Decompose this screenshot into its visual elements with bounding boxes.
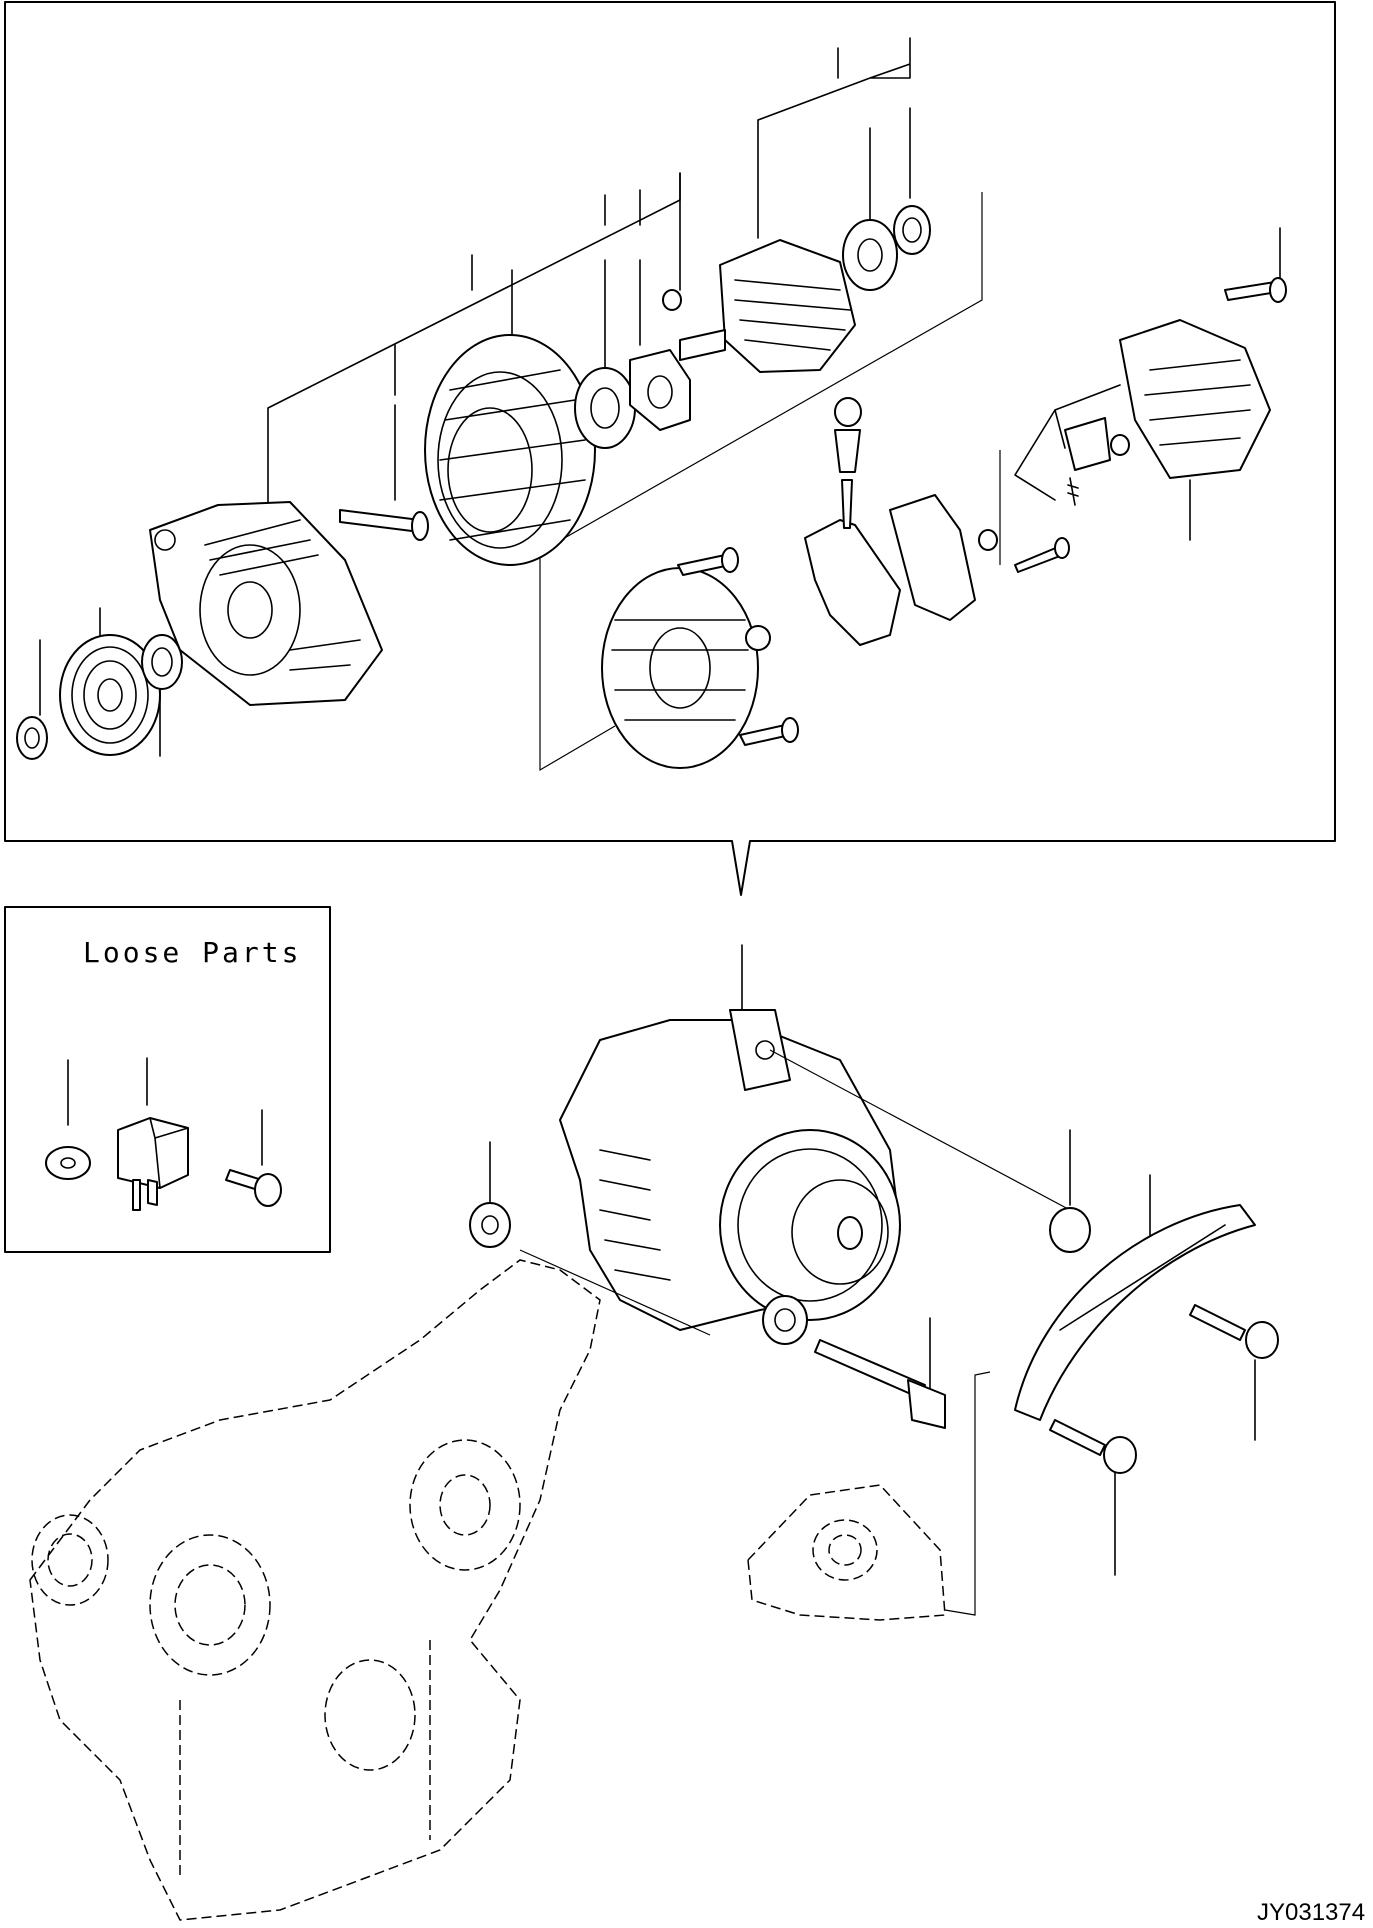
stator-part (424, 334, 596, 566)
housing-nut-part (745, 625, 771, 651)
rotor-part (679, 239, 856, 373)
exploded-view-frame (4, 1, 1336, 896)
pulley-part (59, 634, 161, 756)
rear-cover-part (1119, 319, 1271, 479)
loose-relay-part (117, 1117, 189, 1211)
rectifier-part (804, 479, 901, 646)
front-housing-part (149, 501, 383, 706)
terminal-nut-part (834, 397, 862, 427)
bearing-cover-part (893, 205, 931, 255)
mounting-bolt-part (814, 1317, 946, 1429)
spacer-part (141, 634, 183, 690)
figure-code: JY031374 (1257, 1899, 1365, 1926)
regulator-part (889, 494, 976, 621)
regulator-screw-part (1014, 537, 1070, 573)
assembled-alternator (559, 944, 1071, 1345)
cover-bolt-part (1224, 277, 1287, 303)
retainer-screw-part (662, 289, 682, 311)
rear-bearing-part (842, 219, 898, 291)
through-bolt-part (339, 509, 429, 541)
retainer-plate-part (629, 349, 691, 431)
adjusting-bar-part (1014, 1174, 1256, 1421)
bar-bolt-part (1189, 1304, 1279, 1441)
engine-front-case-outline (29, 1249, 711, 1921)
loose-parts-title: Loose Parts (83, 936, 301, 969)
pulley-nut-part (16, 716, 48, 760)
loose-washer-part (45, 1146, 91, 1180)
loose-parts-box: Loose Parts (4, 906, 331, 1253)
rear-housing-part (601, 567, 759, 769)
water-pump-outline (747, 1371, 991, 1621)
housing-bolt-part (677, 547, 739, 576)
front-bearing-part (574, 367, 636, 449)
mounting-nut-part (469, 1141, 511, 1248)
terminal-insulator-part (834, 429, 861, 473)
brush-part (1064, 417, 1130, 506)
mounting-spacer-part (1049, 1129, 1091, 1253)
regulator-nut-part (978, 529, 998, 551)
lower-bolt-part (1049, 1419, 1137, 1576)
loose-bolt-part (225, 1169, 282, 1207)
housing-lower-bolt-part (739, 717, 799, 746)
